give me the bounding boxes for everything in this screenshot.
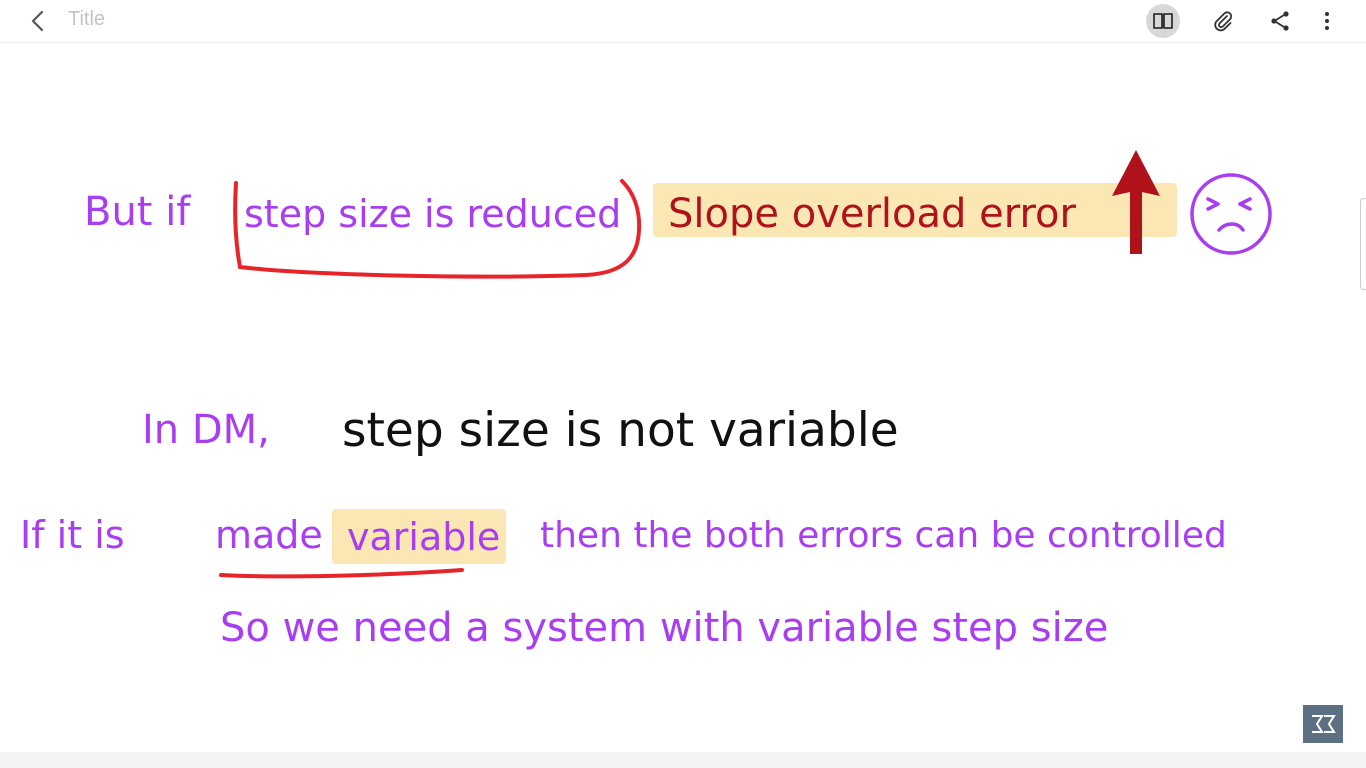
attach-button[interactable] <box>1206 4 1240 38</box>
line4-text: So we need a system with variable step s… <box>220 605 1109 651</box>
more-vertical-icon <box>1325 12 1329 30</box>
reading-mode-button[interactable] <box>1146 4 1180 38</box>
bottom-bar <box>0 752 1366 768</box>
line3-underlined-word: made <box>215 513 323 557</box>
side-panel-handle[interactable] <box>1360 198 1366 290</box>
line2-prefix: In DM, <box>142 407 270 453</box>
top-toolbar: Title <box>0 0 1366 43</box>
channel-logo <box>1303 705 1343 743</box>
back-arrow-icon <box>31 10 44 32</box>
sigma-logo-icon <box>1312 715 1336 733</box>
share-icon <box>1271 11 1289 31</box>
line3-prefix: If it is <box>20 513 125 557</box>
share-button[interactable] <box>1263 4 1297 38</box>
paperclip-icon <box>1214 11 1233 32</box>
red-bracket-annotation <box>233 179 642 279</box>
red-underline-annotation <box>219 568 464 579</box>
line1-boxed-text: step size is reduced <box>244 192 622 236</box>
line1-highlighted-text: Slope overload error <box>668 191 1076 237</box>
line3-highlighted-word: variable <box>347 515 501 559</box>
book-icon <box>1153 13 1173 29</box>
up-arrow-icon <box>1112 150 1160 254</box>
line2-statement: step size is not variable <box>342 403 899 458</box>
note-title[interactable]: Title <box>68 8 106 30</box>
back-button[interactable] <box>22 5 54 37</box>
highlight-variable <box>332 509 506 564</box>
frustrated-face-icon <box>1190 173 1272 255</box>
line1-prefix: But if <box>84 189 191 235</box>
more-options-button[interactable] <box>1310 4 1344 38</box>
line3-rest: then the both errors can be controlled <box>540 515 1227 556</box>
highlight-slope-overload <box>653 183 1177 237</box>
